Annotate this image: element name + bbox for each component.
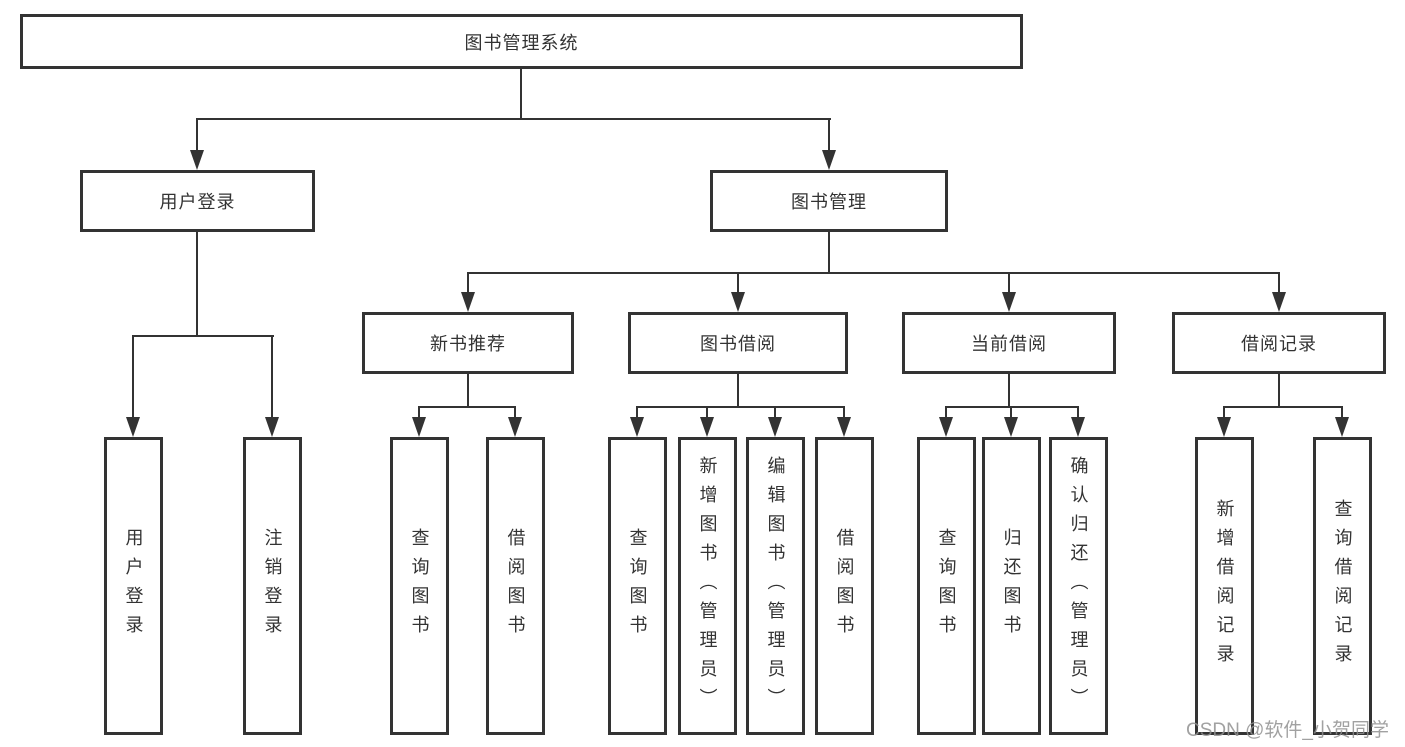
connector-line <box>132 335 274 337</box>
arrowhead-icon <box>768 417 782 437</box>
node-label: 借阅记录 <box>1241 334 1317 354</box>
connector-line <box>467 374 469 408</box>
connector-line <box>843 406 845 423</box>
connector-line <box>1223 406 1225 423</box>
leaf-label: 归还图书 <box>1001 528 1022 644</box>
leaf-borrow-books: 借阅图书 <box>815 437 874 735</box>
arrowhead-icon <box>837 417 851 437</box>
arrowhead-icon <box>461 292 475 312</box>
connector-line <box>636 406 638 423</box>
arrowhead-icon <box>1335 417 1349 437</box>
leaf-logout: 注销登录 <box>243 437 302 735</box>
arrowhead-icon <box>126 417 140 437</box>
arrowhead-icon <box>1217 417 1231 437</box>
connector-line <box>1223 406 1343 408</box>
arrowhead-icon <box>1272 292 1286 312</box>
leaf-return-books: 归还图书 <box>982 437 1041 735</box>
arrowhead-icon <box>822 150 836 170</box>
arrowhead-icon <box>1002 292 1016 312</box>
connector-line <box>1010 406 1012 423</box>
connector-line <box>132 335 134 423</box>
leaf-query-books-borrow: 查询图书 <box>608 437 667 735</box>
leaf-user-login: 用户登录 <box>104 437 163 735</box>
connector-line <box>1341 406 1343 423</box>
node-label: 图书管理系统 <box>464 32 579 53</box>
arrowhead-icon <box>731 292 745 312</box>
connector-line <box>828 118 830 156</box>
leaf-label: 查询借阅记录 <box>1332 499 1353 673</box>
connector-line <box>271 335 273 423</box>
arrowhead-icon <box>412 417 426 437</box>
connector-line <box>828 232 830 274</box>
node-label: 图书借阅 <box>700 334 776 354</box>
connector-line <box>737 374 739 408</box>
leaf-label: 查询图书 <box>409 528 430 644</box>
arrowhead-icon <box>700 417 714 437</box>
leaf-confirm-return-admin: 确认归还（管理员） <box>1049 437 1108 735</box>
leaf-label: 用户登录 <box>123 528 144 644</box>
connector-line <box>1008 272 1010 298</box>
connector-line <box>196 118 831 120</box>
leaf-query-borrow-record: 查询借阅记录 <box>1313 437 1372 735</box>
node-label: 新书推荐 <box>430 334 506 354</box>
leaf-edit-books-admin: 编辑图书（管理员） <box>746 437 805 735</box>
connector-line <box>514 406 516 423</box>
node-book-management: 图书管理 <box>710 170 948 232</box>
leaf-label: 注销登录 <box>262 528 283 644</box>
arrowhead-icon <box>508 417 522 437</box>
node-current-borrowing: 当前借阅 <box>902 312 1116 374</box>
node-book-borrowing: 图书借阅 <box>628 312 848 374</box>
connector-line <box>1278 272 1280 298</box>
leaf-label: 新增借阅记录 <box>1214 499 1235 673</box>
node-label: 用户登录 <box>159 192 236 212</box>
node-borrowing-records: 借阅记录 <box>1172 312 1386 374</box>
connector-line <box>467 272 1280 274</box>
connector-line <box>467 272 469 298</box>
leaf-add-books-admin: 新增图书（管理员） <box>678 437 737 735</box>
connector-line <box>196 118 198 156</box>
connector-line <box>1008 374 1010 408</box>
leaf-label: 借阅图书 <box>505 528 526 644</box>
node-label: 图书管理 <box>791 192 867 212</box>
leaf-label: 确认归还（管理员） <box>1068 455 1089 717</box>
connector-line <box>418 406 420 423</box>
connector-line <box>1077 406 1079 423</box>
connector-line <box>774 406 776 423</box>
leaf-label: 新增图书（管理员） <box>697 455 718 717</box>
connector-line <box>945 406 947 423</box>
csdn-watermark: CSDN @软件_小贺同学 <box>1186 720 1389 741</box>
leaf-query-books-recommend: 查询图书 <box>390 437 449 735</box>
connector-line <box>737 272 739 298</box>
node-label: 当前借阅 <box>971 334 1047 354</box>
connector-line <box>196 232 198 337</box>
leaf-borrow-books-recommend: 借阅图书 <box>486 437 545 735</box>
arrowhead-icon <box>190 150 204 170</box>
node-library-management-system: 图书管理系统 <box>20 14 1023 69</box>
leaf-label: 借阅图书 <box>834 528 855 644</box>
connector-line <box>418 406 516 408</box>
leaf-add-borrow-record: 新增借阅记录 <box>1195 437 1254 735</box>
leaf-query-books-current: 查询图书 <box>917 437 976 735</box>
node-new-book-recommendation: 新书推荐 <box>362 312 574 374</box>
arrowhead-icon <box>939 417 953 437</box>
connector-line <box>706 406 708 423</box>
leaf-label: 查询图书 <box>936 528 957 644</box>
arrowhead-icon <box>1071 417 1085 437</box>
connector-line <box>1278 374 1280 408</box>
leaf-label: 编辑图书（管理员） <box>765 455 786 717</box>
connector-line <box>520 68 522 120</box>
leaf-label: 查询图书 <box>627 528 648 644</box>
arrowhead-icon <box>630 417 644 437</box>
connector-line <box>945 406 1079 408</box>
connector-line <box>636 406 845 408</box>
node-user-login: 用户登录 <box>80 170 315 232</box>
arrowhead-icon <box>265 417 279 437</box>
arrowhead-icon <box>1004 417 1018 437</box>
